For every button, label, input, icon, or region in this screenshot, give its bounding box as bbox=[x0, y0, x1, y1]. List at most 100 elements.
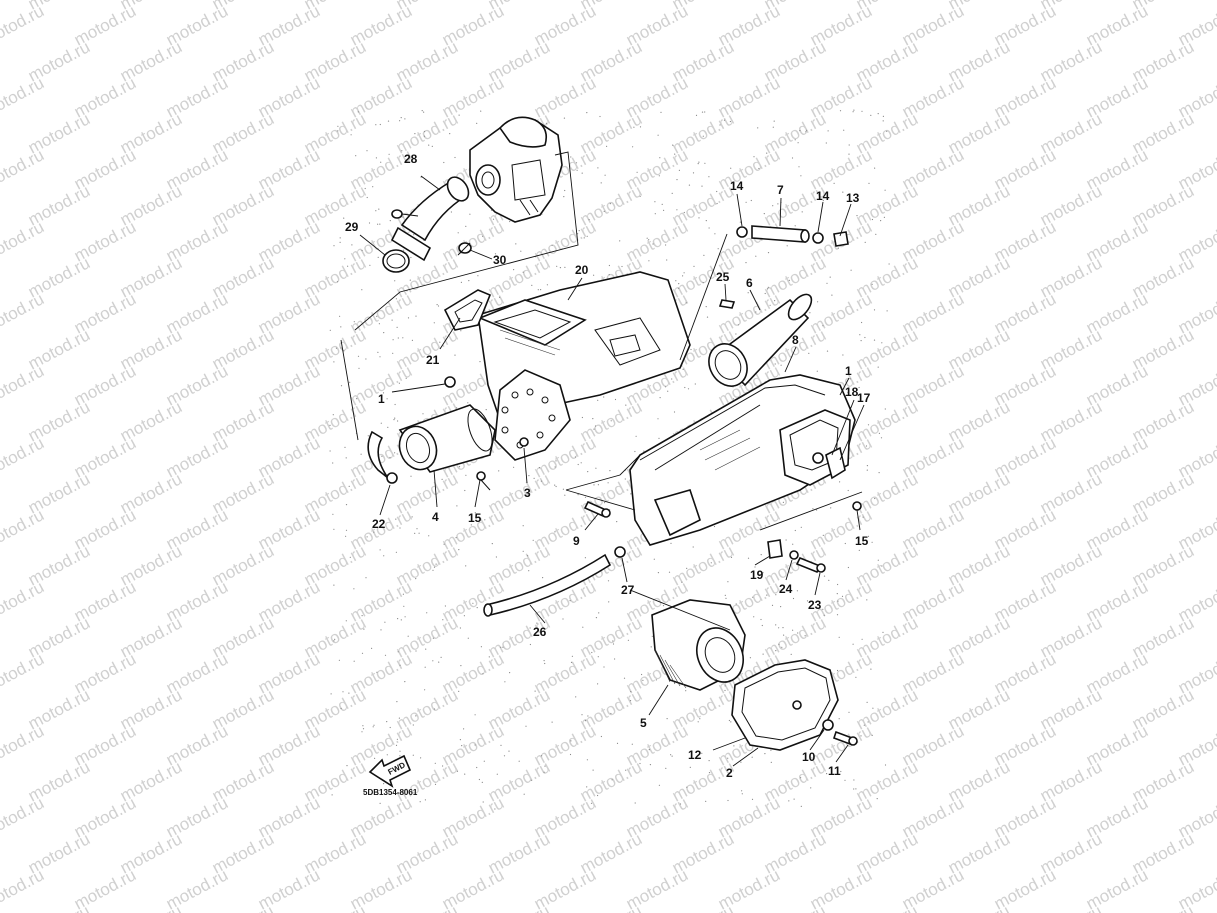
speckle-dot bbox=[871, 218, 874, 221]
speckle-dot bbox=[706, 316, 709, 318]
speckle-dot bbox=[823, 614, 825, 616]
speckle-dot bbox=[458, 466, 461, 468]
speckle-dot bbox=[799, 130, 801, 132]
speckle-dot bbox=[345, 457, 347, 459]
speckle-dot bbox=[465, 225, 467, 227]
speckle-dot bbox=[597, 484, 600, 486]
clip-27 bbox=[614, 546, 626, 558]
speckle-dot bbox=[699, 718, 701, 720]
label-13: 13 bbox=[846, 191, 860, 205]
speckle-dot bbox=[422, 413, 424, 415]
speckle-dot bbox=[458, 114, 460, 116]
watermark-text: motod.ru bbox=[0, 181, 1, 229]
screw-25 bbox=[718, 299, 736, 309]
speckle-dot bbox=[633, 126, 635, 128]
speckle-dot bbox=[379, 802, 381, 805]
speckle-dot bbox=[474, 714, 476, 716]
speckle-dot bbox=[455, 537, 457, 539]
watermark-text: motod.ru bbox=[301, 901, 369, 913]
speckle-dot bbox=[804, 635, 806, 637]
speckle-dot bbox=[597, 167, 599, 169]
speckle-dot bbox=[379, 123, 381, 126]
speckle-dot bbox=[333, 361, 335, 363]
speckle-dot bbox=[329, 424, 331, 426]
speckle-dot bbox=[867, 424, 870, 426]
speckle-dot bbox=[365, 577, 367, 579]
speckle-dot bbox=[600, 182, 602, 184]
speckle-dot bbox=[697, 721, 699, 723]
speckle-dot bbox=[871, 734, 873, 737]
speckle-dot bbox=[583, 237, 585, 239]
speckle-dot bbox=[866, 599, 868, 601]
speckle-dot bbox=[679, 803, 682, 805]
speckle-dot bbox=[616, 521, 618, 523]
speckle-dot bbox=[345, 620, 347, 622]
speckle-dot bbox=[530, 779, 532, 781]
speckle-dot bbox=[348, 485, 350, 487]
speckle-dot bbox=[886, 130, 888, 132]
speckle-dot bbox=[705, 220, 707, 222]
speckle-dot bbox=[395, 518, 397, 520]
speckle-dot bbox=[522, 271, 524, 273]
speckle-dot bbox=[597, 683, 599, 685]
speckle-dot bbox=[611, 779, 613, 781]
speckle-dot bbox=[671, 378, 673, 380]
speckle-dot bbox=[705, 306, 707, 308]
speckle-dot bbox=[641, 673, 643, 676]
speckle-dot bbox=[735, 603, 737, 605]
speckle-dot bbox=[735, 333, 737, 335]
speckle-dot bbox=[428, 535, 430, 537]
speckle-dot bbox=[388, 153, 390, 155]
speckle-dot bbox=[667, 390, 669, 392]
speckle-dot bbox=[806, 129, 808, 131]
speckle-dot bbox=[433, 322, 435, 324]
speckle-dot bbox=[562, 488, 565, 490]
speckle-dot bbox=[591, 651, 593, 654]
speckle-dot bbox=[366, 196, 368, 199]
speckle-dot bbox=[767, 286, 769, 288]
speckle-dot bbox=[443, 161, 445, 164]
speckle-dot bbox=[773, 120, 775, 122]
speckle-dot bbox=[730, 167, 732, 169]
speckle-dot bbox=[541, 755, 543, 757]
speckle-dot bbox=[595, 467, 597, 469]
speckle-dot bbox=[860, 735, 862, 737]
speckle-dot bbox=[774, 363, 776, 365]
speckle-dot bbox=[758, 167, 760, 170]
speckle-dot bbox=[423, 135, 426, 137]
speckle-dot bbox=[395, 744, 398, 747]
speckle-dot bbox=[389, 726, 391, 729]
speckle-dot bbox=[334, 638, 336, 641]
speckle-dot bbox=[482, 673, 484, 675]
speckle-dot bbox=[498, 470, 500, 472]
speckle-dot bbox=[386, 398, 388, 400]
speckle-dot bbox=[632, 146, 634, 148]
speckle-dot bbox=[716, 190, 718, 193]
clip-14-right bbox=[812, 232, 824, 244]
watermark-text: motod.ru bbox=[117, 901, 185, 913]
speckle-dot bbox=[630, 690, 632, 693]
label-17: 17 bbox=[857, 391, 871, 405]
speckle-dot bbox=[766, 594, 768, 596]
speckle-dot bbox=[353, 321, 355, 323]
speckle-dot bbox=[460, 330, 462, 332]
speckle-dot bbox=[499, 296, 501, 298]
speckle-dot bbox=[402, 216, 404, 218]
speckle-dot bbox=[660, 111, 662, 113]
speckle-dot bbox=[543, 660, 545, 662]
speckle-dot bbox=[649, 764, 652, 766]
speckle-dot bbox=[362, 725, 364, 727]
speckle-dot bbox=[829, 276, 831, 278]
speckle-dot bbox=[404, 681, 406, 683]
speckle-dot bbox=[873, 309, 876, 311]
watermark-text: motod.ru bbox=[577, 901, 645, 913]
label-21: 21 bbox=[426, 353, 440, 367]
speckle-dot bbox=[745, 262, 747, 264]
speckle-dot bbox=[569, 753, 572, 756]
bolt-23 bbox=[795, 556, 826, 574]
speckle-dot bbox=[375, 210, 377, 212]
plug-17 bbox=[825, 446, 846, 480]
speckle-dot bbox=[595, 617, 598, 619]
speckle-dot bbox=[332, 513, 334, 515]
